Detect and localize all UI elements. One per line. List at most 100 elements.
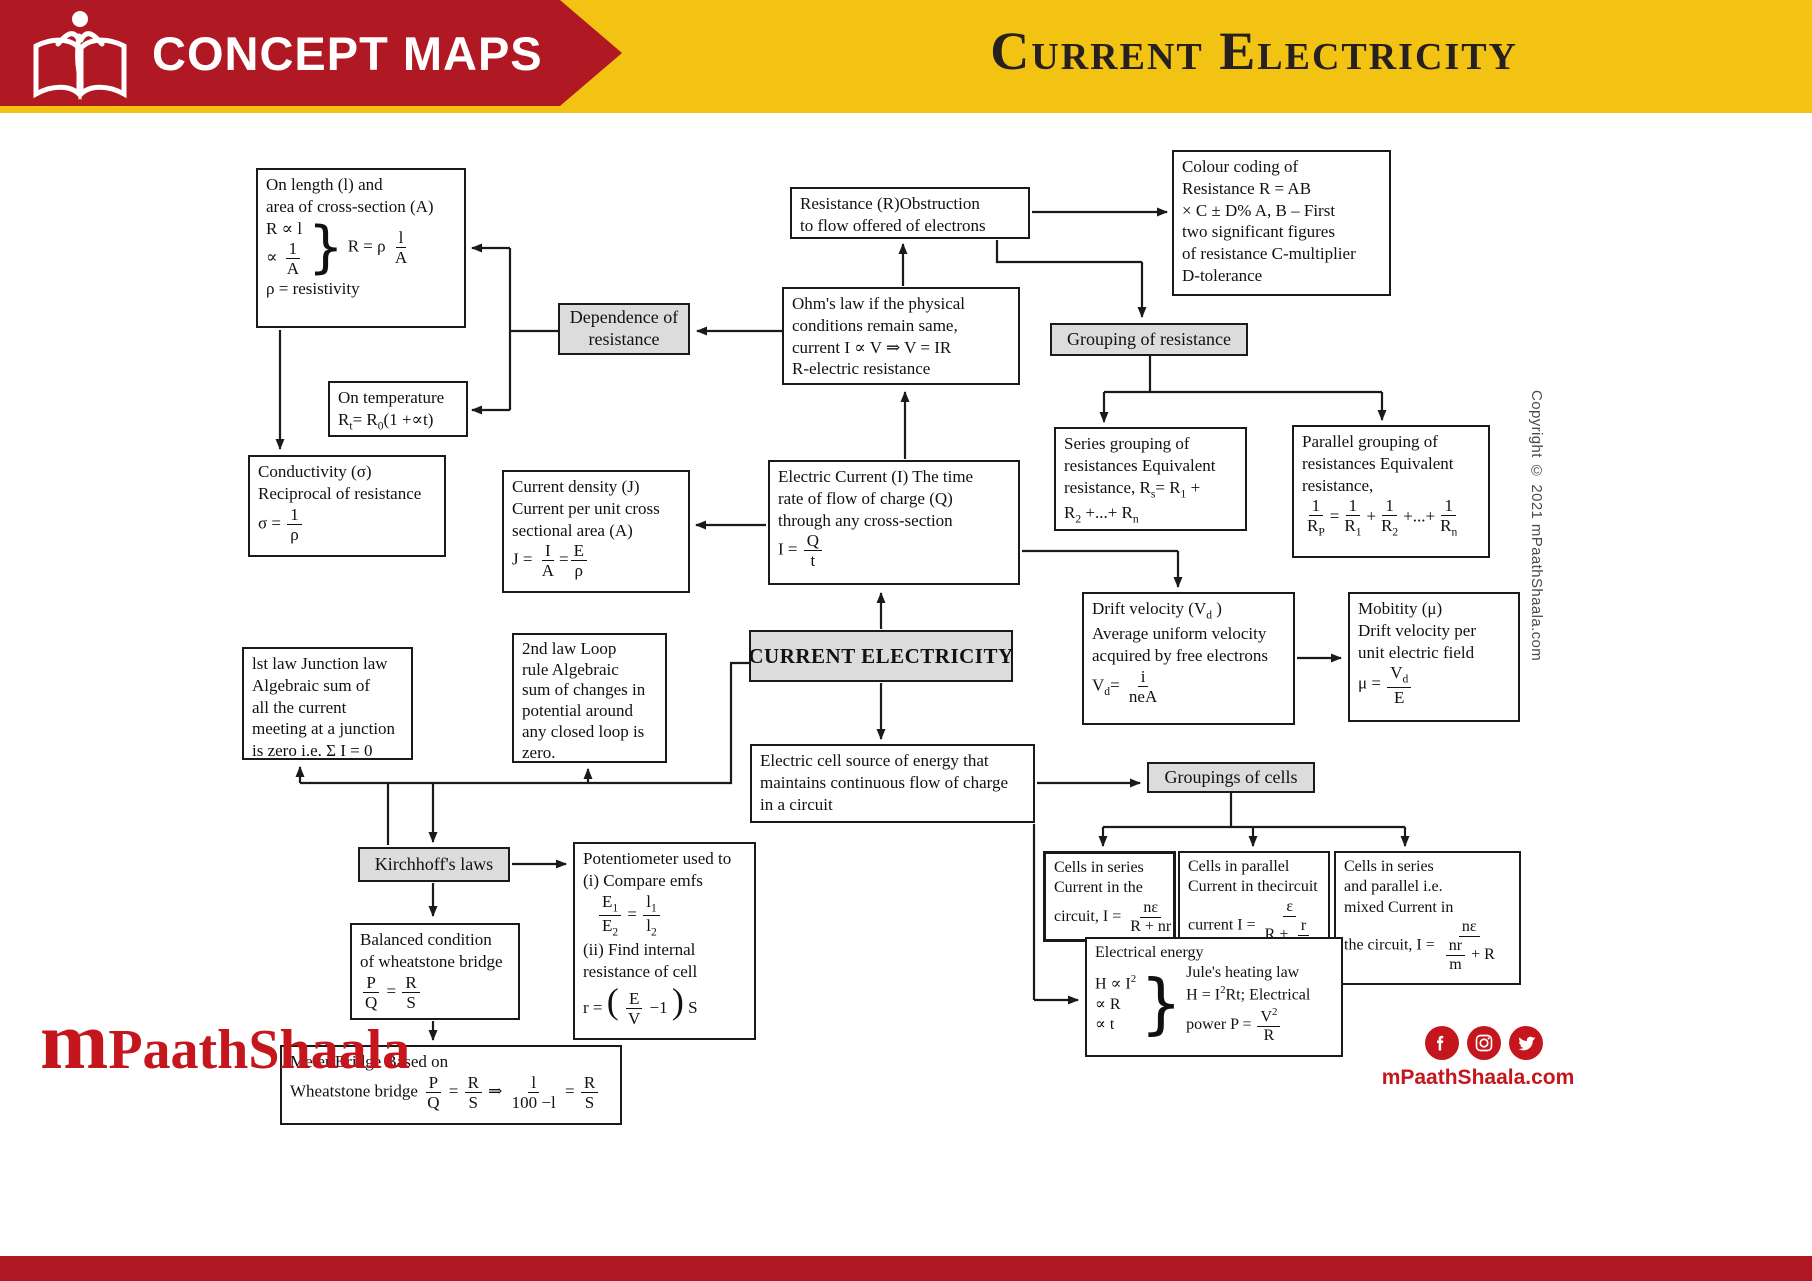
text-line: On length (l) and <box>266 175 383 194</box>
footer-logo-m: m <box>40 995 109 1086</box>
text-line: sum of changes in <box>522 680 646 700</box>
brace: } <box>308 214 344 280</box>
box-current-density: Current density (J) Current per unit cro… <box>502 470 690 593</box>
box-cells-mixed: Cells in series and parallel i.e. mixed … <box>1334 851 1521 985</box>
box-colour-coding: Colour coding of Resistance R = AB × C ±… <box>1172 150 1391 296</box>
text-line: Drift velocity (Vd ) <box>1092 599 1222 622</box>
box-balanced-condition: Balanced condition of wheatstone bridge … <box>350 923 520 1020</box>
text-line: rate of flow of charge (Q) <box>778 488 953 508</box>
logo-person-head <box>72 11 88 27</box>
text-line: all the current <box>252 697 347 717</box>
text-line: current I ∝ V ⇒ V = IR <box>792 337 952 357</box>
box-groupings-of-cells: Groupings of cells <box>1147 762 1315 793</box>
text-line: 2nd law Loop <box>522 639 617 658</box>
box-drift-velocity: Drift velocity (Vd ) Average uniform vel… <box>1082 592 1295 725</box>
text-line: Average uniform velocity <box>1092 624 1267 644</box>
text-line: Resistance R = AB <box>1182 178 1312 198</box>
text-line: Mobitity (μ) <box>1358 599 1443 618</box>
copyright-text: Copyright © 2021 mPaathShaala.com <box>1528 390 1545 662</box>
twitter-icon[interactable] <box>1509 1026 1543 1060</box>
box-on-temperature: On temperature Rt= R0(1 +∝t) <box>328 381 468 437</box>
text-line: two significant figures <box>1182 222 1335 242</box>
label-text: Kirchhoff's laws <box>374 854 494 874</box>
instagram-icon[interactable] <box>1467 1026 1501 1060</box>
text-line: zero. <box>522 742 556 762</box>
box-electric-cell: Electric cell source of energy that main… <box>750 744 1035 823</box>
text-line: Reciprocal of resistance <box>258 483 422 503</box>
social-icons <box>1425 1026 1543 1060</box>
box-first-law: lst law Junction law Algebraic sum of al… <box>242 647 413 760</box>
text-line: resistance <box>588 329 660 349</box>
text-line: potential around <box>522 701 633 721</box>
text-line: Parallel grouping of <box>1302 432 1438 451</box>
text-line: Cells in parallel <box>1188 858 1290 875</box>
box-potentiometer: Potentiometer used to (i) Compare emfs E… <box>573 842 756 1040</box>
text-line: Resistance (R)Obstruction <box>800 194 980 213</box>
text-line: resistances Equivalent <box>1064 455 1216 475</box>
text-line: D-tolerance <box>1182 265 1263 285</box>
text-line: Current in thecircuit <box>1188 878 1318 896</box>
box-electric-current: Electric Current (I) The time rate of fl… <box>768 460 1020 585</box>
label-text: Groupings of cells <box>1164 767 1298 787</box>
box-second-law: 2nd law Loop rule Algebraic sum of chang… <box>512 633 667 763</box>
text-line: conditions remain same, <box>792 315 958 335</box>
text-line: × C ± D% A, B – First <box>1182 200 1336 220</box>
box-meter-bridge: Meter Bridge Based on Wheatstone bridge … <box>280 1045 622 1125</box>
text-line: of wheatstone bridge <box>360 951 503 971</box>
text-line: resistance, <box>1302 475 1374 495</box>
text-line: On temperature <box>338 388 445 407</box>
box-series-grouping: Series grouping of resistances Equivalen… <box>1054 427 1247 531</box>
text-line: Current density (J) <box>512 477 640 496</box>
brand-title: CONCEPT MAPS <box>152 27 543 80</box>
book-person-logo-icon <box>33 11 127 101</box>
text-line: Current per unit cross <box>512 498 660 518</box>
text-line: ρ = resistivity <box>266 279 360 299</box>
formula: H ∝ I2 ∝ R ∝ t } Jule's heating law H = … <box>1095 964 1311 1045</box>
text-line: acquired by free electrons <box>1092 645 1269 665</box>
text-line: R-electric resistance <box>792 359 931 379</box>
text-line: resistances Equivalent <box>1302 453 1454 473</box>
text-line: resistance of cell <box>583 961 698 981</box>
box-electrical-energy: Electrical energy H ∝ I2 ∝ R ∝ t } Jule'… <box>1085 937 1343 1057</box>
text-line: Drift velocity per <box>1358 620 1477 640</box>
formula: R2 +...+ Rn <box>1064 502 1139 526</box>
text-line: Series grouping of <box>1064 434 1190 453</box>
facebook-icon[interactable] <box>1425 1026 1459 1060</box>
box-parallel-grouping: Parallel grouping of resistances Equival… <box>1292 425 1490 558</box>
text-line: unit electric field <box>1358 642 1475 662</box>
text-line: Cells in series <box>1054 859 1144 876</box>
website-link[interactable]: mPaathShaala.com <box>1381 1066 1575 1089</box>
text-line: Conductivity (σ) <box>258 462 372 481</box>
formula: Rt= R0(1 +∝t) <box>338 409 434 433</box>
text-line: Balanced condition <box>360 930 492 949</box>
text-line: sectional area (A) <box>512 520 633 540</box>
text-line: Electrical energy <box>1095 944 1204 961</box>
